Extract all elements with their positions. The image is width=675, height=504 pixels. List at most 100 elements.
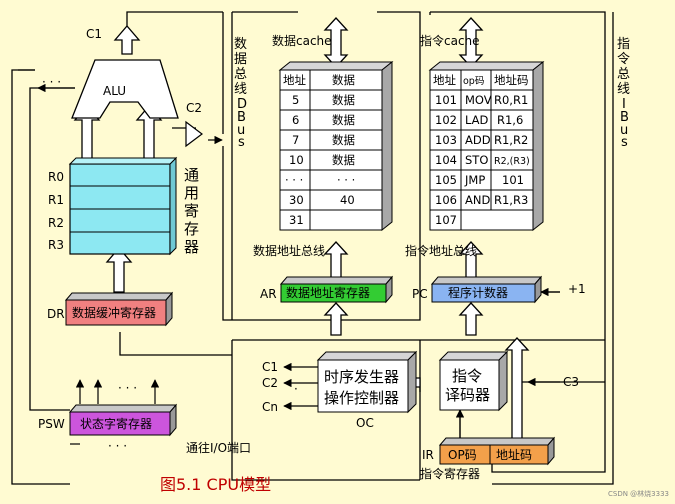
- svg-text:总: 总: [234, 67, 247, 82]
- instr-cache-title: 指令cache: [420, 33, 480, 48]
- registers-group-label: 通 用 寄 存 器: [184, 166, 199, 256]
- alu-dots: · · ·: [42, 75, 61, 89]
- svg-text:· · ·: · · ·: [337, 173, 355, 187]
- instr-address-bus-label: 指令地址总线: [405, 243, 477, 258]
- instruction-register: [438, 436, 556, 466]
- svg-text:op码: op码: [463, 76, 484, 87]
- svg-text:总: 总: [617, 67, 630, 82]
- ar-tag: AR: [260, 287, 277, 301]
- data-buffer-register: [64, 291, 174, 327]
- svg-text:s: s: [621, 135, 628, 150]
- alu-c2-label: C2: [186, 101, 202, 115]
- svg-text:地址: 地址: [433, 73, 456, 87]
- svg-text:STO: STO: [465, 153, 488, 167]
- svg-text:据: 据: [234, 52, 247, 67]
- pc-tag: PC: [412, 287, 428, 301]
- program-counter: [430, 275, 543, 304]
- signal-c2: C2: [262, 376, 278, 390]
- psw-dots-top: · · ·: [118, 381, 137, 395]
- signal-dots: ·: [294, 382, 298, 396]
- svg-text:106: 106: [435, 193, 457, 207]
- svg-text:MOV: MOV: [465, 93, 492, 107]
- svg-text:107: 107: [435, 213, 457, 227]
- ir-addr-field: 地址码: [496, 448, 532, 462]
- c3-label: C3: [563, 375, 579, 389]
- timing-line1: 时序发生器: [324, 368, 399, 386]
- register-r1-label: R1: [48, 193, 64, 207]
- ar-label: 数据地址寄存器: [286, 285, 370, 300]
- data-address-bus-label: 数据地址总线: [253, 243, 325, 258]
- svg-text:数: 数: [234, 37, 247, 52]
- oc-label: OC: [356, 416, 374, 430]
- ir-tag: IR: [422, 448, 434, 462]
- watermark: CSDN @林烧3333: [608, 489, 669, 498]
- signal-cn: Cn: [262, 400, 278, 414]
- alu-shape: [71, 59, 179, 119]
- svg-text:5: 5: [292, 93, 299, 107]
- psw-label: 状态字寄存器: [80, 416, 152, 431]
- timing-line2: 操作控制器: [324, 389, 399, 407]
- svg-text:D: D: [237, 97, 247, 112]
- svg-text:30: 30: [289, 193, 304, 207]
- dr-tag: DR: [47, 307, 65, 321]
- svg-text:指: 指: [617, 37, 630, 52]
- svg-text:数据: 数据: [332, 93, 355, 107]
- svg-text:存: 存: [184, 220, 199, 238]
- svg-text:地址码: 地址码: [494, 73, 529, 87]
- figure-caption: 图5.1 CPU模型: [160, 475, 271, 494]
- svg-text:7: 7: [292, 133, 299, 147]
- ir-op-field: OP码: [448, 448, 477, 462]
- svg-text:寄: 寄: [184, 202, 199, 220]
- svg-text:R1,R3: R1,R3: [494, 193, 528, 207]
- dbus-label: 数 据 总 线 D B u s: [234, 37, 247, 150]
- decoder-line1: 指令: [452, 367, 482, 385]
- svg-text:102: 102: [435, 113, 457, 127]
- svg-text:40: 40: [340, 193, 355, 207]
- svg-text:B: B: [620, 110, 629, 125]
- data-cache-header-data: 数据: [332, 73, 355, 87]
- status-register: [68, 403, 178, 437]
- svg-text:6: 6: [292, 113, 299, 127]
- data-cache-table: [278, 60, 394, 232]
- data-cache-title: 数据cache: [272, 33, 332, 48]
- c2-gate-icon: [185, 120, 203, 148]
- svg-text:31: 31: [289, 213, 304, 227]
- svg-text:R2,(R3): R2,(R3): [494, 156, 530, 167]
- svg-text:JMP: JMP: [464, 173, 485, 187]
- svg-text:I: I: [622, 97, 626, 112]
- general-registers: [68, 156, 178, 256]
- data-cache-header-addr: 地址: [283, 73, 306, 87]
- svg-text:R1,R2: R1,R2: [494, 133, 528, 147]
- psw-dots-bottom: · · ·: [108, 439, 127, 453]
- register-r2-label: R2: [48, 216, 64, 230]
- svg-text:105: 105: [435, 173, 457, 187]
- svg-text:B: B: [237, 110, 246, 125]
- pc-increment-label: +1: [568, 282, 586, 296]
- svg-text:线: 线: [234, 82, 247, 97]
- svg-text:10: 10: [289, 153, 304, 167]
- instr-cache-table: [428, 60, 545, 232]
- signal-c1: C1: [262, 360, 278, 374]
- svg-text:令: 令: [617, 52, 630, 67]
- svg-text:u: u: [620, 123, 628, 138]
- bus-lines: [11, 11, 614, 485]
- psw-tag: PSW: [38, 417, 65, 431]
- svg-text:数据: 数据: [332, 133, 355, 147]
- register-r0-label: R0: [48, 170, 64, 184]
- dr-label: 数据缓冲寄存器: [72, 305, 156, 320]
- svg-text:ADD: ADD: [465, 133, 491, 147]
- svg-text:AND: AND: [465, 193, 490, 207]
- svg-text:数据: 数据: [332, 153, 355, 167]
- ibus-label: 指 令 总 线 I B u s: [617, 37, 630, 150]
- svg-text:104: 104: [435, 153, 457, 167]
- svg-text:数据: 数据: [332, 113, 355, 127]
- decoder-line2: 译码器: [445, 386, 490, 404]
- pc-label: 程序计数器: [448, 285, 508, 300]
- svg-text:101: 101: [435, 93, 457, 107]
- instruction-decoder: [438, 350, 509, 412]
- svg-text:线: 线: [617, 82, 630, 97]
- timing-controller: [316, 350, 418, 414]
